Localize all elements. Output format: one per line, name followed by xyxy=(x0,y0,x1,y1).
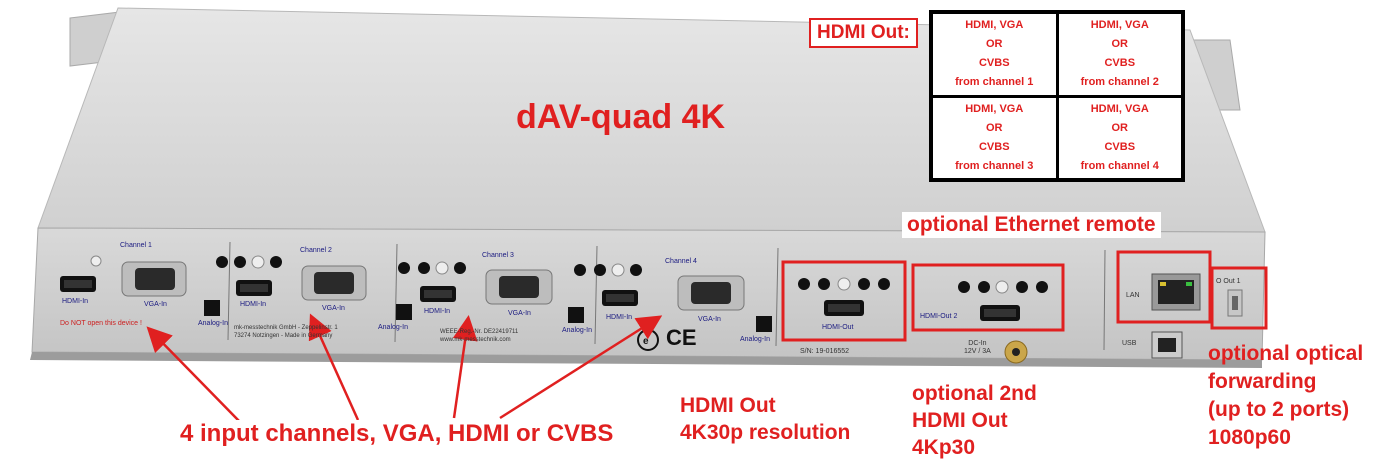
hdmi-in-label-ch4: HDMI-In xyxy=(606,314,633,321)
hdmi-out-port-label: HDMI-Out xyxy=(822,324,854,331)
hdmi-out2-port-label: HDMI-Out 2 xyxy=(920,313,958,320)
separator xyxy=(227,241,231,341)
warning-text: Do NOT open this device ! xyxy=(60,320,142,327)
analog-in-label-ch4: Analog-In xyxy=(740,336,770,343)
channel-4-label: Channel 4 xyxy=(665,258,697,265)
usb-port-label: USB xyxy=(1122,340,1137,347)
separator xyxy=(1103,249,1106,351)
arrow-to-channel-1 xyxy=(146,326,241,423)
hdmi-out-highlight xyxy=(781,260,907,342)
vga-in-label-ch4: VGA-In xyxy=(698,316,721,323)
panel-shadow xyxy=(30,352,1262,368)
screw-icon xyxy=(837,277,851,291)
serial-number: S/N: 19-016552 xyxy=(800,348,850,355)
analog-in-jack-ch2 xyxy=(396,304,412,320)
hole-icon xyxy=(234,256,246,268)
hdmi-out-box-label: HDMI Out: xyxy=(809,18,918,48)
separator xyxy=(394,243,398,343)
screw-icon xyxy=(90,255,102,267)
hole-icon xyxy=(1036,281,1048,293)
hdmi-in-label-ch2: HDMI-In xyxy=(240,301,267,308)
channel-3-label: Channel 3 xyxy=(482,252,514,259)
hole-icon xyxy=(270,256,282,268)
hole-icon xyxy=(594,264,606,276)
separator xyxy=(594,245,598,345)
hole-icon xyxy=(398,262,410,274)
hole-icon xyxy=(858,278,870,290)
channel-2-label: Channel 2 xyxy=(300,247,332,254)
product-title: dAV-quad 4K xyxy=(516,98,726,136)
separator xyxy=(775,247,779,347)
hole-icon xyxy=(958,281,970,293)
lan-port-label: LAN xyxy=(1126,292,1140,299)
hole-icon xyxy=(978,281,990,293)
analog-in-label-ch3: Analog-In xyxy=(562,327,592,334)
hole-icon xyxy=(818,278,830,290)
analog-in-jack-ch4 xyxy=(756,316,772,332)
fo-out-label: O Out 1 xyxy=(1216,278,1241,285)
vga-in-label-ch1: VGA-In xyxy=(144,301,167,308)
hdmi-in-label-ch1: HDMI-In xyxy=(62,298,89,305)
arrow-to-channel-4 xyxy=(499,315,663,420)
vga-in-label-ch3: VGA-In xyxy=(508,310,531,317)
analog-in-label-ch2: Analog-In xyxy=(378,324,408,331)
hole-icon xyxy=(878,278,890,290)
analog-in-label-ch1: Analog-In xyxy=(198,320,228,327)
hole-icon xyxy=(418,262,430,274)
hdmi-in-label-ch3: HDMI-In xyxy=(424,308,451,315)
arrow-to-channel-3 xyxy=(452,315,478,419)
ethernet-annotation: optional Ethernet remote xyxy=(902,212,1161,238)
inputs-annotation: 4 input channels, VGA, HDMI or CVBS xyxy=(176,420,618,448)
analog-in-jack-ch1 xyxy=(204,300,220,316)
channel-1-label: Channel 1 xyxy=(120,242,152,249)
ce-mark: CE xyxy=(666,325,697,350)
svg-text:e: e xyxy=(643,336,649,347)
hole-icon xyxy=(798,278,810,290)
hole-icon xyxy=(216,256,228,268)
hole-icon xyxy=(454,262,466,274)
hole-icon xyxy=(574,264,586,276)
hole-icon xyxy=(630,264,642,276)
lan-highlight xyxy=(1116,250,1212,324)
hole-icon xyxy=(1016,281,1028,293)
fo-out-highlight xyxy=(1210,266,1268,330)
arrow-to-channel-2 xyxy=(308,313,360,421)
screw-icon xyxy=(611,263,625,277)
screw-icon xyxy=(435,261,449,275)
screw-icon xyxy=(251,255,265,269)
screw-icon xyxy=(995,280,1009,294)
vga-in-label-ch2: VGA-In xyxy=(322,305,345,312)
hdmi-out2-highlight xyxy=(911,263,1065,332)
analog-in-jack-ch3 xyxy=(568,307,584,323)
